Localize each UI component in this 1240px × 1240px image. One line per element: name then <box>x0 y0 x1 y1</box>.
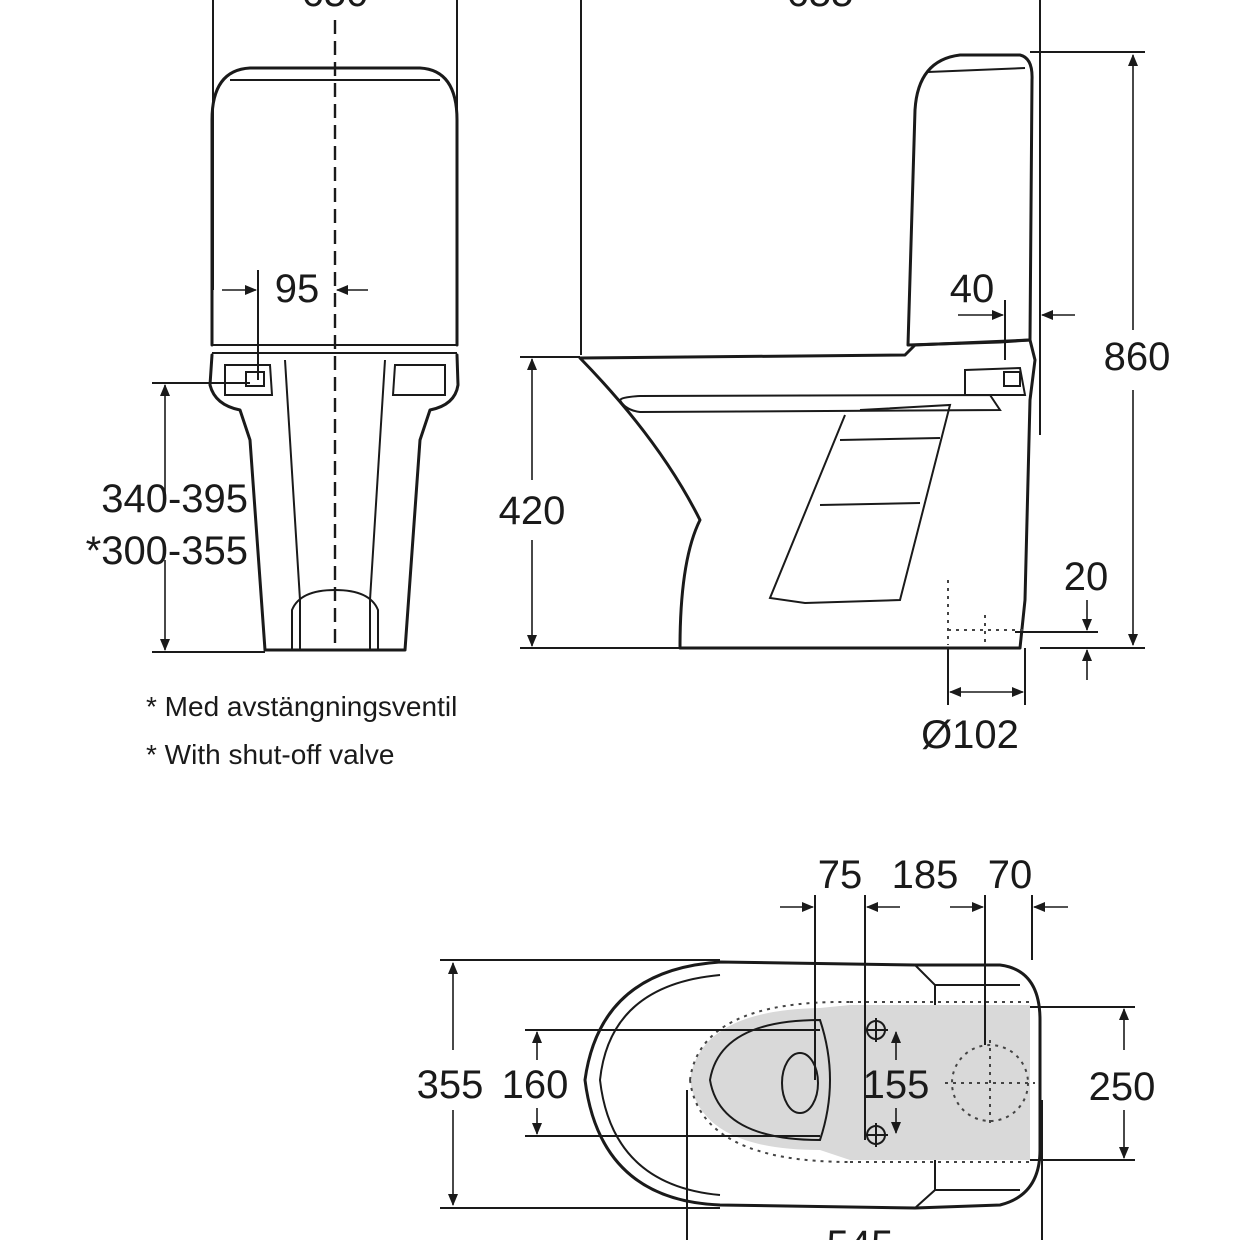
front-view: 650 95 340-395 *300-355 * Med avstängnin… <box>86 0 460 770</box>
dim-tank-width: 250 <box>1089 1065 1156 1109</box>
dim-plan-offset-c: 70 <box>988 853 1033 897</box>
dim-plan-offset-a: 75 <box>818 853 863 897</box>
dim-inlet-height-alt: *300-355 <box>86 529 248 573</box>
pedestal-front <box>208 353 460 652</box>
bowl-side <box>578 338 1037 650</box>
note-english: * With shut-off valve <box>146 739 394 770</box>
dim-valve-offset: 95 <box>275 267 320 311</box>
dim-inlet-offset-side: 40 <box>950 267 995 311</box>
dim-top-mid-cut: 655 <box>787 0 854 15</box>
dim-total-width: 355 <box>417 1063 484 1107</box>
side-view: 655 420 40 860 20 <box>499 0 1171 757</box>
dim-inlet-height-range: 340-395 <box>101 477 248 521</box>
plan-outline <box>583 960 1042 1210</box>
dim-bottom-cut: 545 <box>827 1223 894 1240</box>
dim-outlet-height: 20 <box>1064 555 1109 599</box>
dim-top-left-cut: 650 <box>302 0 369 15</box>
bowl-shading <box>690 1005 1030 1160</box>
dim-seat-height: 420 <box>499 489 566 533</box>
bolt-hole-top <box>864 1018 888 1042</box>
bolt-hole-bottom <box>864 1123 888 1147</box>
dim-total-height: 860 <box>1104 335 1171 379</box>
dim-outlet-diameter: Ø102 <box>921 713 1019 757</box>
dim-bowl-width: 160 <box>502 1063 569 1107</box>
plan-view: 75 185 70 355 160 155 250 545 <box>417 853 1156 1240</box>
dim-bolt-spacing: 155 <box>863 1063 930 1107</box>
cistern-side <box>906 53 1034 347</box>
dim-plan-offset-b: 185 <box>892 853 959 897</box>
note-swedish: * Med avstängningsventil <box>146 691 457 722</box>
